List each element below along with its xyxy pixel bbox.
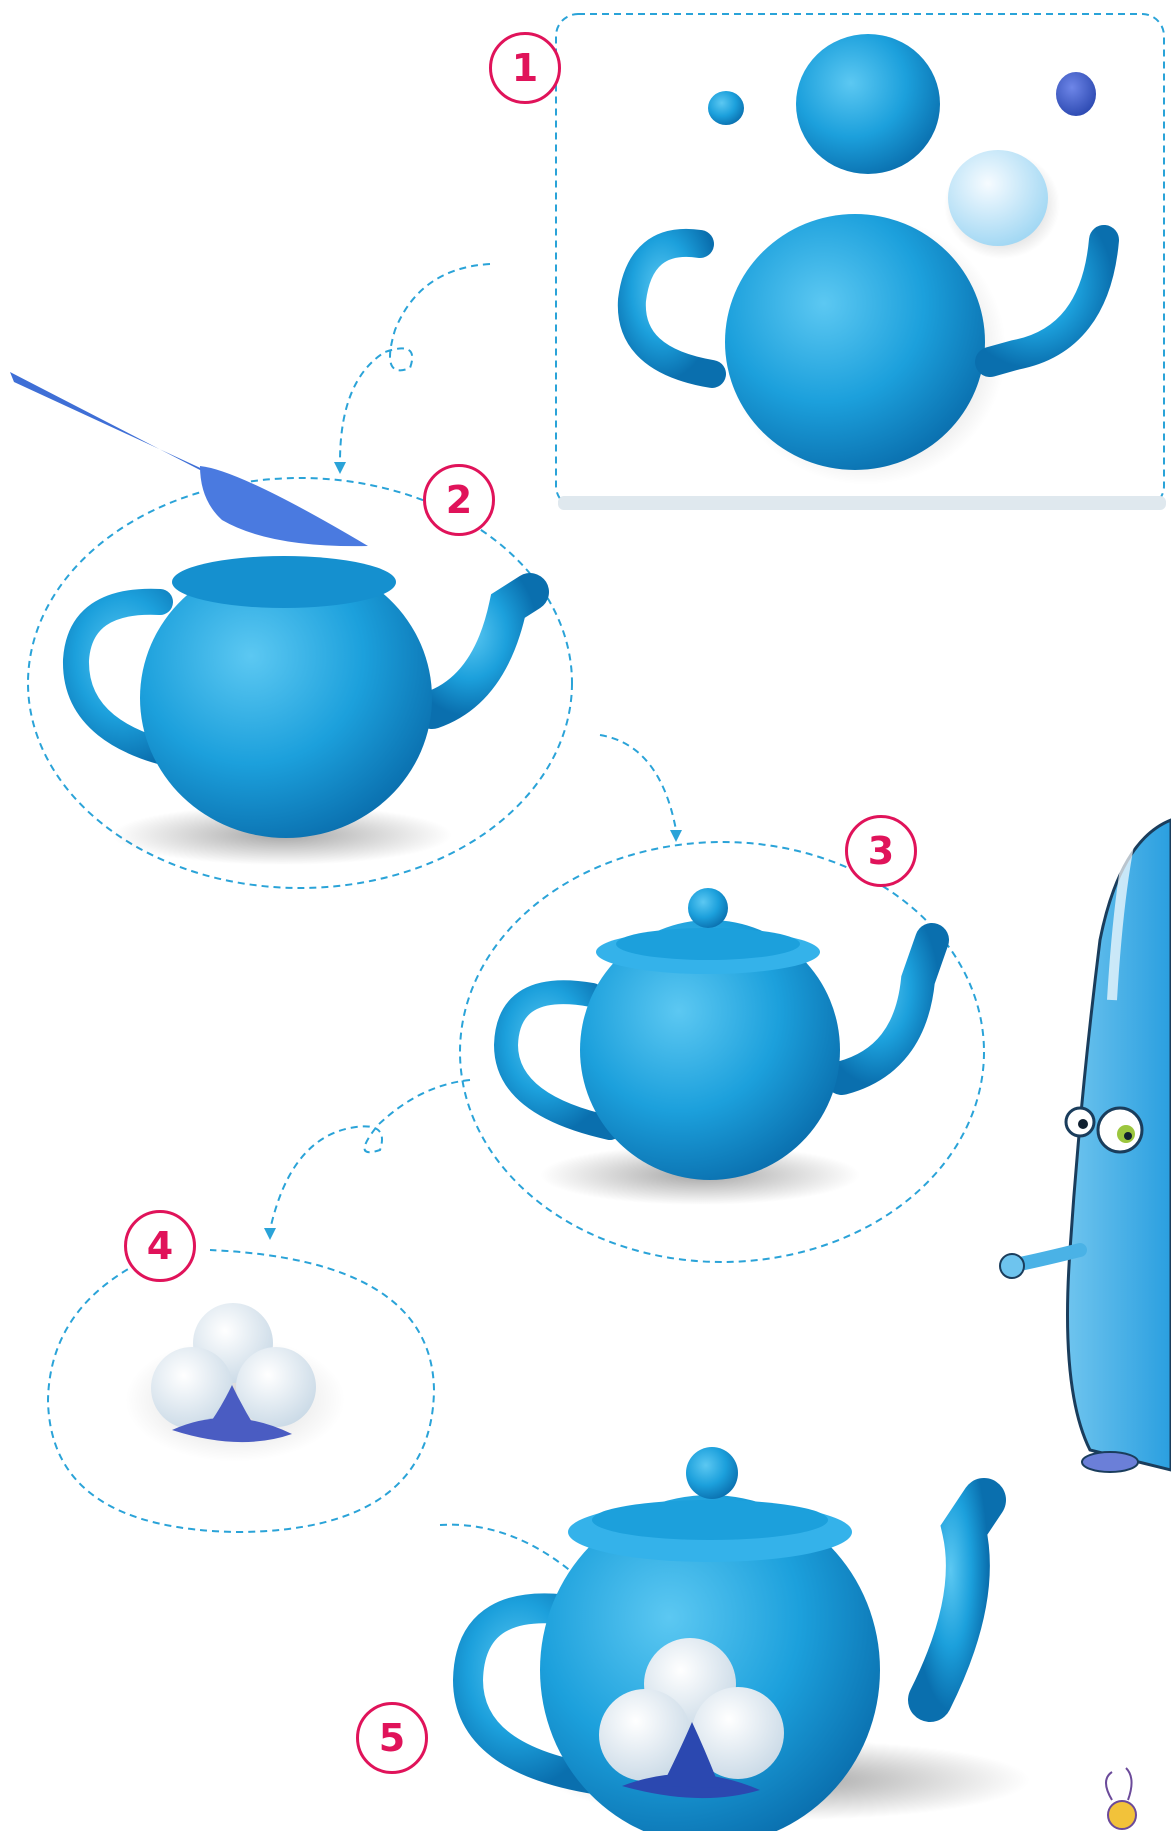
decorative-bee	[1106, 1768, 1136, 1829]
step4-scene	[48, 1250, 434, 1532]
plastic-knife-icon	[10, 372, 368, 546]
step1-panel	[556, 14, 1166, 510]
step5-scene	[468, 1447, 1030, 1831]
medium-ball	[796, 34, 940, 174]
step-badge-1: 1	[489, 32, 561, 104]
small-ball-violet	[1056, 72, 1096, 116]
large-ball	[725, 214, 985, 470]
step-badge-3: 3	[845, 815, 917, 887]
step-badge-2: 2	[423, 464, 495, 536]
step3-scene	[460, 842, 984, 1262]
flower-decoration	[151, 1303, 316, 1442]
step-badge-4: 4	[124, 1210, 196, 1282]
lid-knob	[686, 1447, 738, 1499]
step2-scene	[10, 372, 572, 888]
small-ball-blue	[708, 91, 744, 125]
step-badge-5: 5	[356, 1702, 428, 1774]
lid-knob	[688, 888, 728, 928]
mascot-character	[1000, 820, 1171, 1472]
light-ball	[948, 150, 1048, 246]
